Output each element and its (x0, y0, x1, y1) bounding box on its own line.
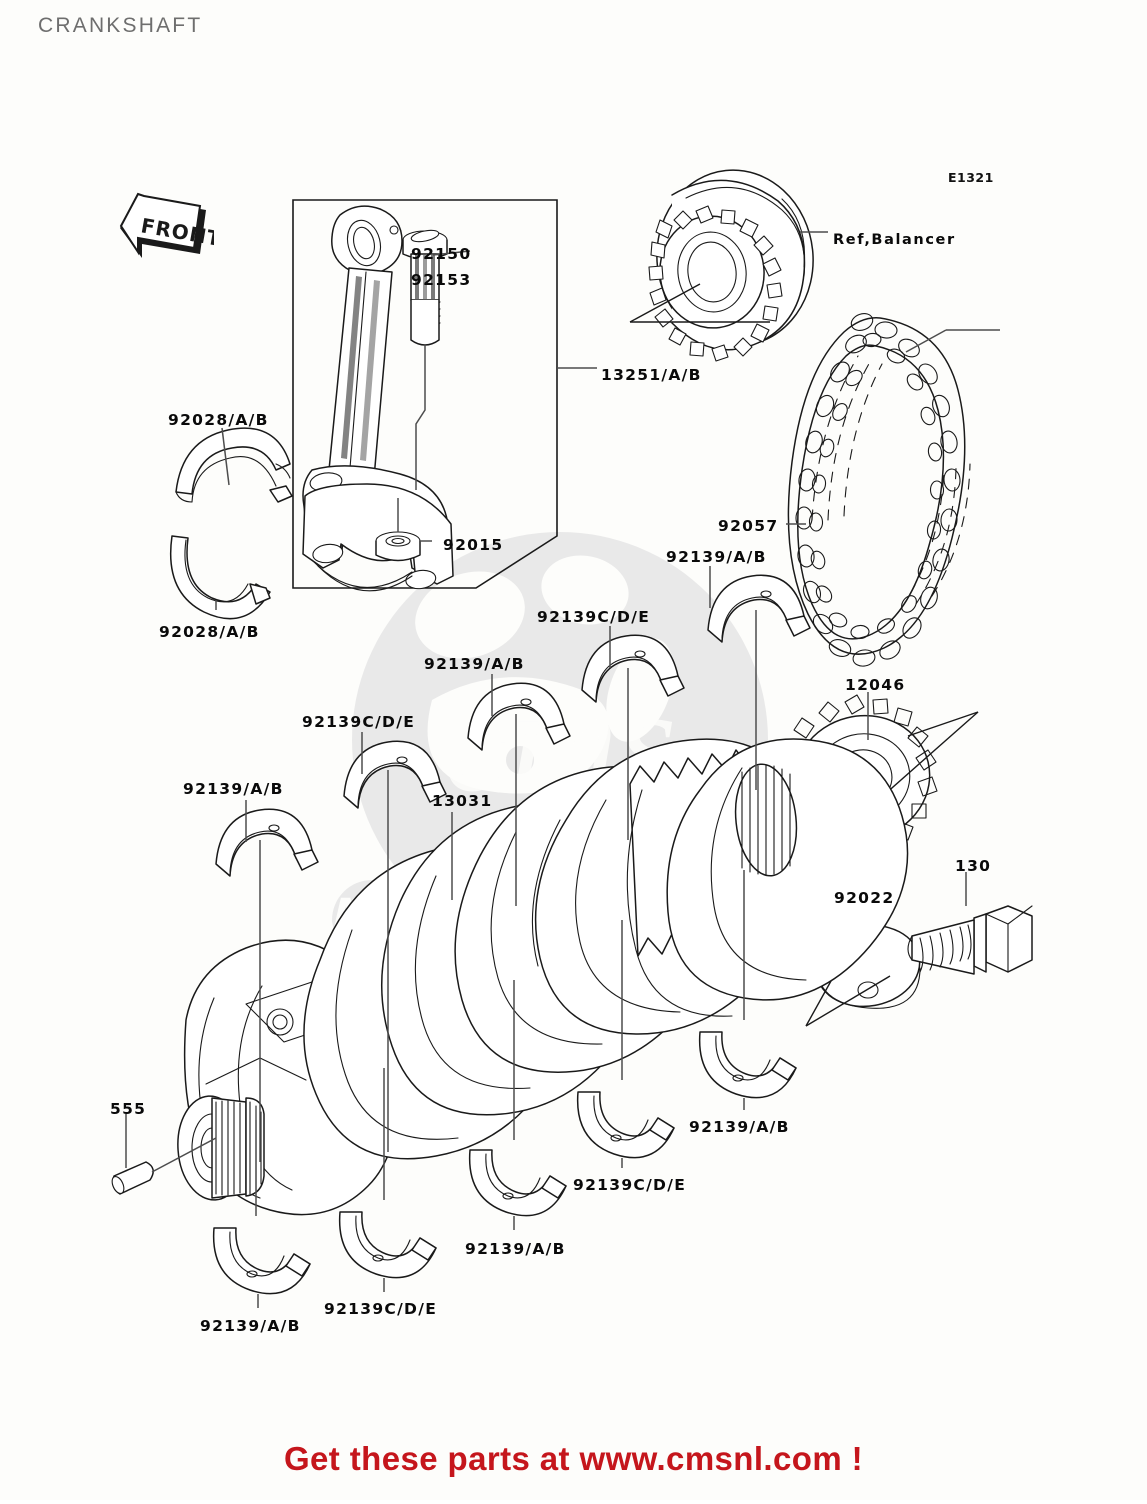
part-label-92139cde-3: 92139C/D/E (573, 1176, 687, 1194)
part-label-92139ab-6: 92139/A/B (200, 1317, 301, 1335)
main-bearing-shell-lower-2 (576, 1091, 675, 1168)
sprocket-bolt (907, 872, 1033, 975)
part-label-92057: 92057 (718, 517, 779, 535)
part-label-92139ab-1: 92139/A/B (666, 548, 767, 566)
balancer-chain (786, 313, 1000, 667)
rod-bearing-upper (175, 427, 293, 503)
part-label-92139cde-4: 92139C/D/E (324, 1300, 438, 1318)
main-bearing-shell-upper-5 (215, 800, 319, 877)
crankshaft (177, 738, 909, 1216)
part-label-13031: 13031 (432, 792, 493, 810)
part-label-13251ab: 13251/A/B (601, 366, 702, 384)
part-label-92139ab-2: 92139/A/B (424, 655, 525, 673)
ref-balancer-assembly (629, 169, 828, 362)
part-label-555: 555 (110, 1100, 147, 1118)
part-label-92139ab-4: 92139/A/B (689, 1118, 790, 1136)
crankshaft-nose-spline (177, 1095, 265, 1201)
connecting-rod (302, 205, 454, 592)
main-bearing-shell-upper-1 (707, 566, 811, 643)
part-label-92153: 92153 (411, 271, 472, 289)
part-label-92028ab-bottom: 92028/A/B (159, 623, 260, 641)
main-bearing-shell-upper-2 (581, 626, 685, 703)
part-label-92022: 92022 (834, 889, 895, 907)
page-title: CRANKSHAFT (38, 14, 203, 37)
part-label-92150: 92150 (411, 245, 472, 263)
connecting-rod-nut (375, 498, 432, 562)
main-bearing-shell-lower-1 (698, 1031, 797, 1110)
part-label-12046: 12046 (845, 676, 906, 694)
part-label-92015: 92015 (443, 536, 504, 554)
rod-bearing-lower (169, 535, 271, 620)
bearing-leader-lines (255, 610, 757, 1216)
part-label-ref-balancer: Ref,Balancer (833, 232, 956, 248)
main-bearing-shell-lower-4 (338, 1211, 437, 1292)
part-label-92139cde-2: 92139C/D/E (302, 713, 416, 731)
front-arrow-icon: FRONT (118, 186, 224, 270)
main-bearing-shell-upper-3 (467, 674, 571, 751)
connecting-rod-group-box (292, 199, 597, 589)
main-bearing-shell-lower-5 (212, 1227, 311, 1308)
part-label-92139ab-3: 92139/A/B (183, 780, 284, 798)
part-label-92139ab-5: 92139/A/B (465, 1240, 566, 1258)
crankshaft-rear-gear (734, 763, 798, 877)
cmsnl-footer-banner: Get these parts at www.cmsnl.com ! (283, 1440, 864, 1477)
part-label-130: 130 (955, 857, 992, 875)
part-label-92028ab-top: 92028/A/B (168, 411, 269, 429)
main-bearing-shell-upper-4 (343, 732, 447, 809)
connecting-rod-bolt (402, 229, 471, 490)
dowel-pin (111, 1114, 217, 1195)
diagram-code: E1321 (948, 170, 994, 185)
part-label-92139cde-1: 92139C/D/E (537, 608, 651, 626)
main-bearing-shell-lower-3 (468, 1149, 567, 1230)
